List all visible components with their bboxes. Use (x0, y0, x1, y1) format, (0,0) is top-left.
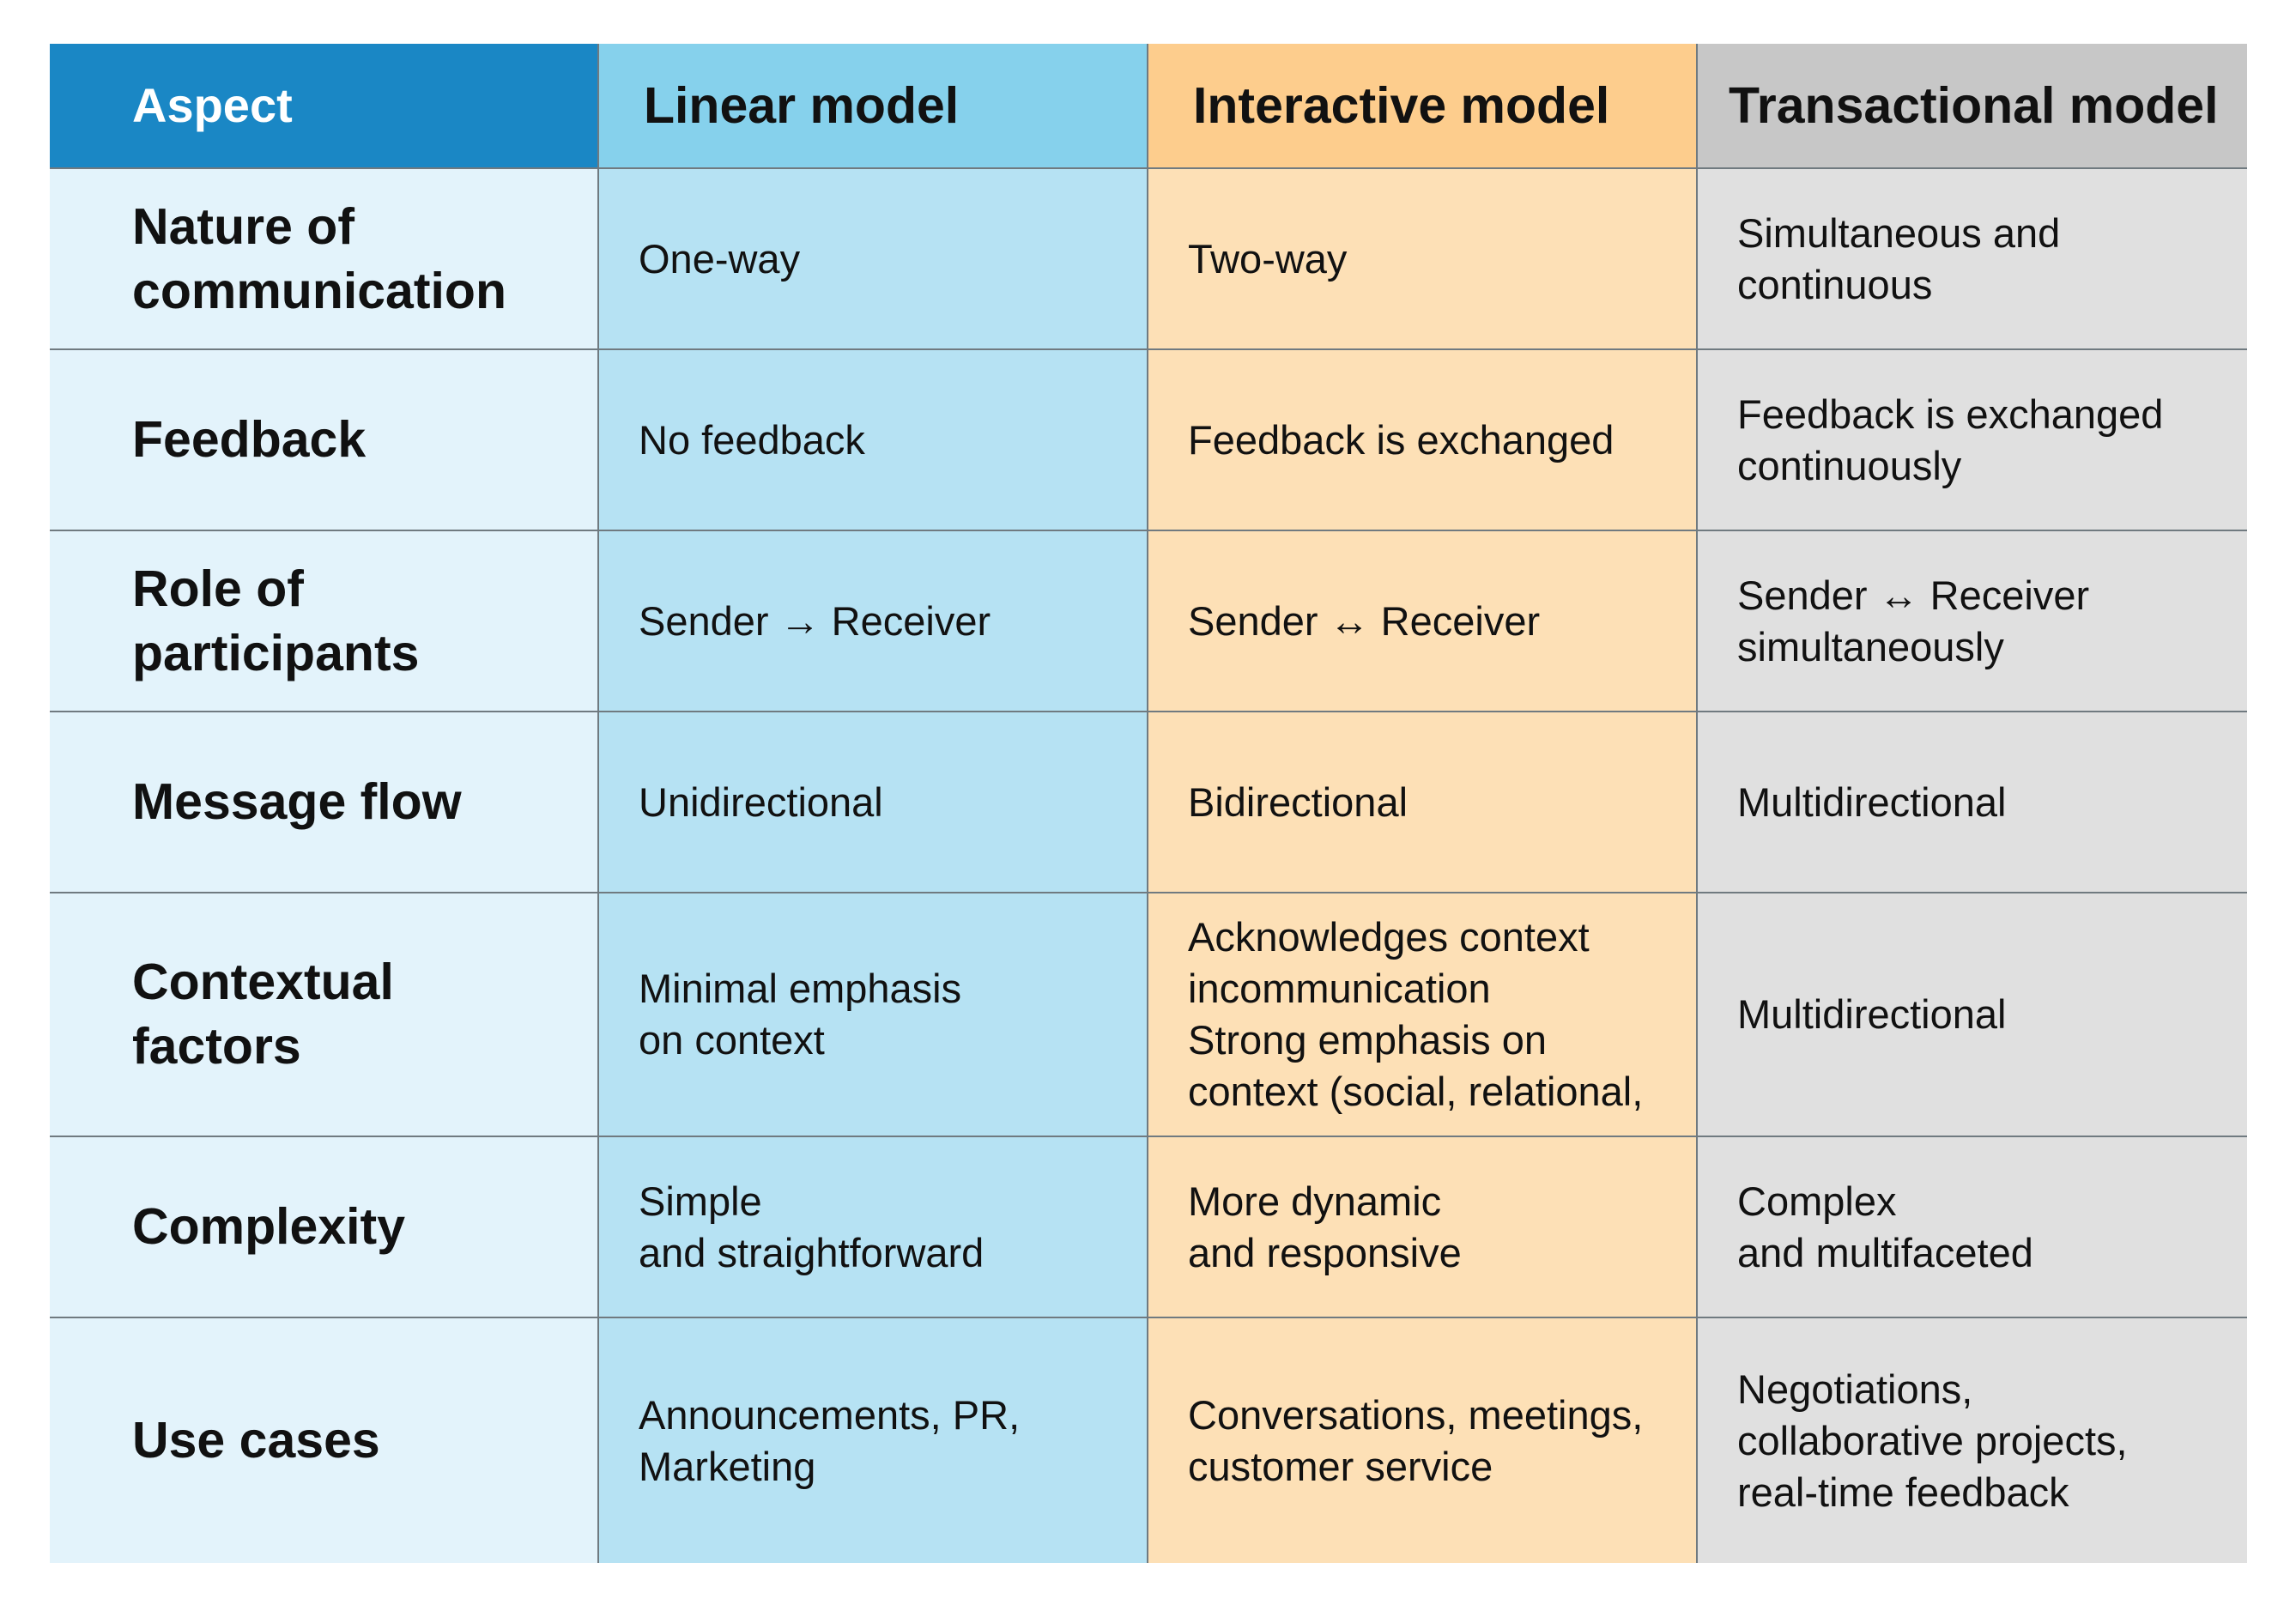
table-cell: Multidirectional (1698, 712, 2247, 893)
table-cell: Bidirectional (1148, 712, 1698, 893)
row-label-complexity: Complexity (50, 1137, 599, 1318)
table-cell: Announcements, PR, Marketing (599, 1318, 1148, 1563)
table-cell: Two-way (1148, 169, 1698, 350)
table-cell: Negotiations, collaborative projects, re… (1698, 1318, 2247, 1563)
table-cell: Unidirectional (599, 712, 1148, 893)
row-label-contextual-factors: Contextual factors (50, 893, 599, 1137)
table-cell: Simultaneous and continuous (1698, 169, 2247, 350)
comparison-table: Aspect Linear model Interactive model Tr… (50, 44, 2247, 1563)
row-label-nature: Nature of communication (50, 169, 599, 350)
table-cell: Minimal emphasis on context (599, 893, 1148, 1137)
row-label-use-cases: Use cases (50, 1318, 599, 1563)
table-cell: Feedback is exchanged (1148, 350, 1698, 531)
row-label-message-flow: Message flow (50, 712, 599, 893)
row-label-feedback: Feedback (50, 350, 599, 531)
header-linear-model: Linear model (599, 44, 1148, 169)
table-cell: Acknowledges context incommunication Str… (1148, 893, 1698, 1137)
table-cell: Complex and multifaceted (1698, 1137, 2247, 1318)
table-cell: Simple and straightforward (599, 1137, 1148, 1318)
table-cell: Sender → Receiver (599, 531, 1148, 712)
table-cell: Feedback is exchanged continuously (1698, 350, 2247, 531)
table-cell: No feedback (599, 350, 1148, 531)
header-aspect: Aspect (50, 44, 599, 169)
table-cell: One-way (599, 169, 1148, 350)
header-interactive-model: Interactive model (1148, 44, 1698, 169)
table-cell: Sender ↔ Receiver simultaneously (1698, 531, 2247, 712)
table-cell: More dynamic and responsive (1148, 1137, 1698, 1318)
table-cell: Multidirectional (1698, 893, 2247, 1137)
header-transactional-model: Transactional model (1698, 44, 2247, 169)
row-label-role: Role of participants (50, 531, 599, 712)
table-cell: Conversations, meetings, customer servic… (1148, 1318, 1698, 1563)
table-cell: Sender ↔ Receiver (1148, 531, 1698, 712)
